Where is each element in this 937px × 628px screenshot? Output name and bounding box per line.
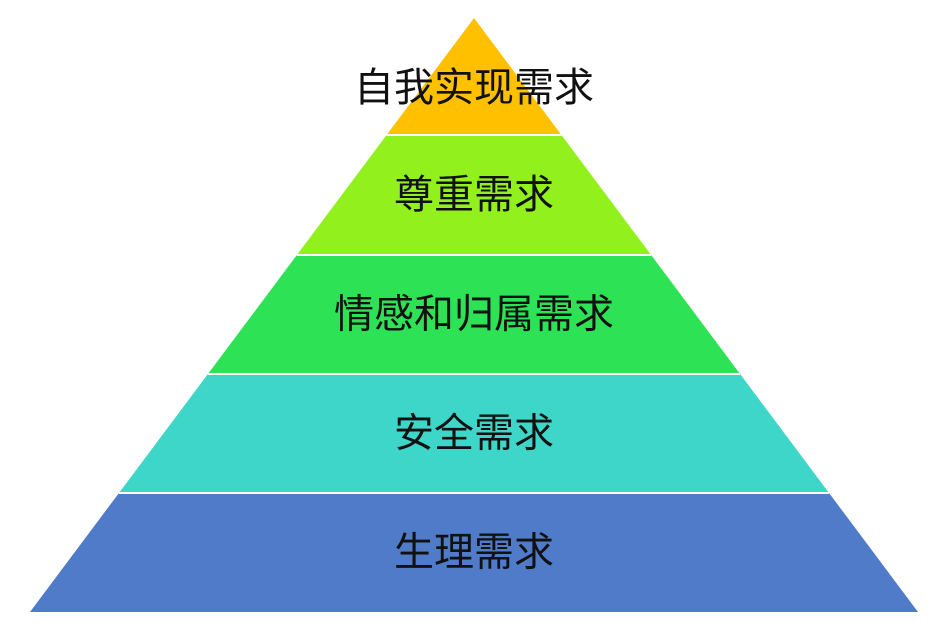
dividers-layer (118, 134, 830, 494)
pyramid-tier-2 (296, 135, 652, 255)
pyramid-tier-label-1: 自我实现需求 (354, 65, 594, 111)
pyramid-tier-3 (207, 255, 741, 374)
pyramid-tier-label-3: 情感和归属需求 (334, 292, 614, 338)
pyramid-tier-1 (386, 18, 562, 135)
pyramid-tier-4 (118, 374, 830, 493)
pyramid-tier-label-5: 生理需求 (394, 530, 554, 576)
pyramid-tier-5 (30, 493, 918, 612)
tiers-layer (30, 18, 918, 612)
pyramid-tier-label-4: 安全需求 (394, 411, 554, 457)
pyramid-tier-label-2: 尊重需求 (394, 172, 554, 218)
